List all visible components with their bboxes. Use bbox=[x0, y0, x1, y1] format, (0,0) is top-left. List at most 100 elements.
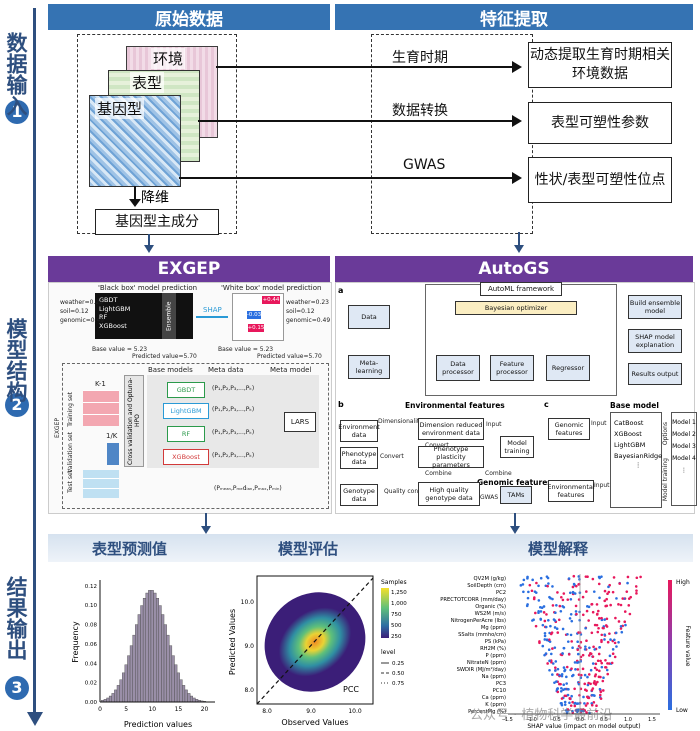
shap-point bbox=[604, 624, 608, 627]
convert-label-2: Convert bbox=[380, 453, 404, 460]
shap-point bbox=[570, 619, 574, 623]
shap-xtick: -1.5 bbox=[503, 717, 513, 723]
shap-point bbox=[621, 597, 625, 600]
shap-feature-label: QV2M (g/kg) bbox=[474, 576, 506, 582]
black-box-title: 'Black box' model prediction bbox=[98, 284, 198, 292]
scatter-xtick: 8.0 bbox=[262, 708, 272, 715]
shap-point bbox=[603, 589, 607, 593]
scatter-xtick: 9.0 bbox=[306, 708, 316, 715]
shap-point bbox=[541, 644, 545, 648]
shap-point bbox=[576, 640, 579, 644]
autogs-header: AutoGS bbox=[335, 256, 693, 282]
shap-point bbox=[544, 652, 548, 655]
shap-point bbox=[571, 709, 574, 713]
shap-point bbox=[635, 589, 638, 592]
shap-explanation-node: SHAP model explanation bbox=[628, 329, 682, 353]
shap-point bbox=[608, 632, 611, 635]
hist-bar bbox=[192, 697, 196, 703]
base-model-lightgbm: LightGBM bbox=[163, 403, 209, 419]
shap-point bbox=[550, 631, 554, 634]
shap-point bbox=[559, 609, 563, 613]
regressor-node: Regressor bbox=[546, 355, 590, 381]
shap-feature-label: PC2 bbox=[496, 590, 506, 596]
shap-point bbox=[593, 623, 597, 627]
hist-bar bbox=[179, 679, 183, 703]
samples-colorbar bbox=[381, 588, 389, 638]
shap-point bbox=[598, 669, 601, 673]
shap-feature-label: PercentMg (%) bbox=[468, 709, 506, 715]
meta-model-header: Meta model bbox=[270, 366, 312, 374]
result-dynamic-env: 动态提取生育时期相关环境数据 bbox=[528, 42, 672, 88]
shap-feature-label: SSalts (mmho/cm) bbox=[458, 632, 506, 638]
shap-point bbox=[589, 668, 593, 672]
shap-high-label: High bbox=[676, 579, 690, 586]
shap-point bbox=[600, 633, 604, 637]
shap-point bbox=[614, 631, 618, 635]
shap-point bbox=[551, 585, 554, 588]
shap-point bbox=[574, 668, 577, 671]
shap-point bbox=[551, 673, 554, 676]
hist-ytick: 0.12 bbox=[85, 584, 97, 590]
hist-bar bbox=[171, 655, 175, 703]
base-value-b: Base value = 5.23 bbox=[218, 346, 274, 353]
samples-tick: 250 bbox=[391, 634, 402, 640]
shap-point bbox=[562, 646, 566, 650]
scatter-xtick: 10.0 bbox=[348, 708, 362, 715]
shap-point bbox=[543, 632, 547, 635]
stage-3-text: 结果输出 bbox=[4, 576, 28, 660]
shap-point bbox=[571, 585, 575, 589]
dim-reduction-label: Dimensionality reduction bbox=[378, 418, 454, 425]
hist-bar bbox=[145, 592, 149, 703]
test-grid bbox=[83, 470, 119, 498]
shap-point bbox=[599, 690, 603, 694]
shap-point bbox=[577, 682, 581, 686]
hist-bar bbox=[153, 592, 157, 703]
shap-feature-label: RH2M (%) bbox=[480, 646, 506, 652]
shap-point bbox=[613, 655, 617, 659]
base-model-rf: RF bbox=[167, 426, 205, 442]
training-grid bbox=[83, 390, 119, 426]
env-data-node: Environment data bbox=[338, 420, 380, 442]
data-processor-node: Data processor bbox=[436, 355, 480, 381]
shap-point bbox=[592, 590, 596, 593]
down-arrow-autogs-icon bbox=[510, 526, 520, 534]
shap-point bbox=[590, 631, 594, 635]
shap-point bbox=[568, 617, 572, 620]
shap-point bbox=[603, 618, 606, 621]
shap-value-2: -0.03 bbox=[246, 311, 262, 319]
shap-point bbox=[576, 648, 580, 652]
shap-xtick: 1.0 bbox=[624, 717, 632, 723]
shap-point bbox=[611, 590, 615, 594]
shap-feature-label: Na (ppm) bbox=[482, 674, 506, 680]
shap-point bbox=[562, 688, 565, 692]
hist-bar bbox=[106, 697, 110, 703]
shap-colorbar bbox=[668, 580, 672, 710]
shap-point bbox=[589, 652, 592, 655]
shap-point bbox=[617, 620, 621, 623]
predicted-value-a: Predicted value=5.70 bbox=[132, 353, 197, 360]
shap-label: SHAP bbox=[203, 306, 222, 314]
shap-point bbox=[588, 711, 591, 715]
model-3: Model 3 bbox=[672, 443, 696, 450]
shap-rows: QV2M (g/kg)SoilDepth (cm)PC2PRECTOTCORR … bbox=[440, 574, 642, 715]
shap-point bbox=[639, 575, 642, 579]
input-label-1: Input bbox=[486, 421, 502, 428]
white-box-features: weather=0.23 soil=0.12 genomic=0.49 bbox=[286, 298, 330, 325]
shap-point bbox=[548, 668, 551, 672]
shap-point bbox=[574, 610, 578, 613]
results-banner bbox=[48, 534, 693, 562]
shap-point bbox=[560, 686, 563, 690]
shap-point bbox=[598, 596, 601, 600]
stage-1-text: 数据输入 bbox=[4, 32, 28, 116]
shap-point bbox=[526, 596, 530, 600]
automl-title: AutoML framework bbox=[480, 282, 562, 296]
hist-bar bbox=[169, 645, 173, 703]
shap-point bbox=[557, 618, 561, 622]
shap-point bbox=[596, 630, 600, 634]
down-arrow-exgep bbox=[205, 513, 207, 527]
shap-point bbox=[563, 703, 567, 706]
pheno-pred-title: 表型预测值 bbox=[92, 540, 168, 558]
test-set-label: Test set bbox=[67, 470, 74, 493]
c-model-xgboost: XGBoost bbox=[614, 430, 642, 438]
